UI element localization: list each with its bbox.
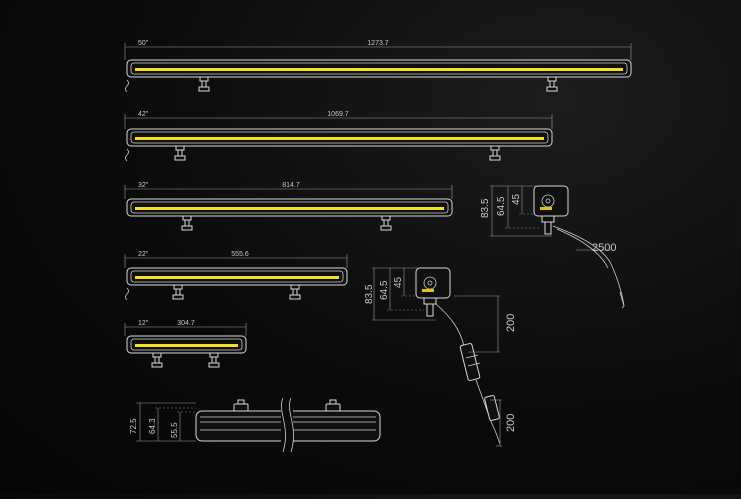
light-bar-50: 50" 1273.7 bbox=[124, 40, 632, 93]
pivot-center bbox=[427, 280, 433, 286]
break-gap bbox=[281, 400, 293, 450]
mount-foot bbox=[172, 284, 184, 300]
led-strip bbox=[135, 137, 544, 140]
bar-length-label: 814.7 bbox=[282, 182, 300, 189]
break-line bbox=[281, 397, 286, 453]
bracket-bolt bbox=[426, 303, 434, 317]
cable-end bbox=[619, 291, 625, 309]
cable-stub bbox=[125, 79, 129, 93]
mount-foot bbox=[181, 215, 193, 231]
mount-foot bbox=[289, 284, 301, 300]
mount-foot bbox=[325, 399, 341, 412]
mount-foot bbox=[198, 76, 210, 92]
bracket-housing bbox=[533, 185, 569, 217]
led-strip bbox=[135, 276, 339, 279]
bar-size-label: 32" bbox=[138, 182, 149, 189]
bracket-base bbox=[541, 215, 555, 223]
bracket-inner-label: 64.5 bbox=[379, 280, 390, 300]
led-strip bbox=[135, 344, 238, 347]
bar-length-label: 555.6 bbox=[231, 251, 249, 258]
led-edge bbox=[422, 289, 434, 292]
cable-stub bbox=[125, 148, 129, 162]
section-view: 72.5 64.3 55.5 bbox=[129, 397, 381, 453]
mount-foot bbox=[208, 352, 220, 368]
cable-length-label: 200 bbox=[505, 414, 517, 432]
bar-lens bbox=[130, 201, 449, 214]
cable-stub bbox=[125, 287, 129, 301]
mount-foot bbox=[380, 215, 392, 231]
bar-size-label: 42" bbox=[138, 111, 149, 118]
bar-size-label: 50" bbox=[138, 40, 149, 47]
led-strip bbox=[135, 207, 444, 210]
overall-height-label: 72.5 bbox=[129, 418, 138, 434]
bracket-side-view-a: 83.5 64.5 45 2500 bbox=[480, 185, 625, 309]
body-height-label: 64.3 bbox=[148, 418, 157, 434]
led-strip bbox=[135, 68, 623, 71]
light-bar-42: 42" 1069.7 bbox=[124, 111, 553, 162]
light-bar-32: 32" 814.7 bbox=[124, 182, 453, 231]
cable-connector bbox=[459, 343, 481, 381]
led-edge bbox=[540, 207, 552, 210]
bar-length-label: 1069.7 bbox=[327, 111, 349, 118]
bracket-inner-label: 64.5 bbox=[496, 196, 507, 216]
bar-lens bbox=[130, 62, 628, 75]
bar-size-label: 12" bbox=[138, 320, 149, 327]
bar-length-label: 304.7 bbox=[177, 320, 195, 327]
bar-lens bbox=[130, 338, 243, 351]
bar-lens bbox=[130, 131, 549, 144]
cable-length-label: 2500 bbox=[592, 242, 616, 254]
bracket-bolt bbox=[544, 221, 552, 235]
bar-size-label: 22" bbox=[138, 251, 149, 258]
bracket-height-label: 83.5 bbox=[480, 198, 491, 218]
bracket-base bbox=[423, 297, 437, 305]
mount-foot bbox=[151, 352, 163, 368]
pivot-center bbox=[545, 198, 551, 204]
bracket-housing bbox=[415, 267, 451, 299]
mount-foot bbox=[546, 76, 558, 92]
light-bar-22: 22" 555.6 bbox=[124, 251, 348, 301]
bracket-top-label: 45 bbox=[393, 276, 404, 288]
mount-foot bbox=[489, 145, 501, 161]
bracket-height-label: 83.5 bbox=[364, 284, 375, 304]
bracket-top-label: 45 bbox=[511, 193, 522, 205]
cable-length-label: 200 bbox=[505, 314, 517, 332]
power-cable-edge bbox=[556, 228, 609, 269]
break-line bbox=[289, 397, 294, 453]
mount-foot bbox=[233, 399, 249, 412]
power-cable bbox=[435, 303, 465, 347]
bracket-side-view-b: 83.5 64.5 45 200 200 bbox=[364, 267, 517, 447]
power-cable bbox=[552, 225, 625, 307]
lens-height-label: 55.5 bbox=[170, 422, 179, 438]
light-bar-12: 12" 304.7 bbox=[124, 320, 247, 368]
cable-plug bbox=[484, 395, 500, 421]
bar-length-label: 1273.7 bbox=[367, 40, 389, 47]
mount-foot bbox=[174, 145, 186, 161]
power-cable bbox=[475, 379, 501, 445]
bar-lens bbox=[130, 270, 344, 283]
